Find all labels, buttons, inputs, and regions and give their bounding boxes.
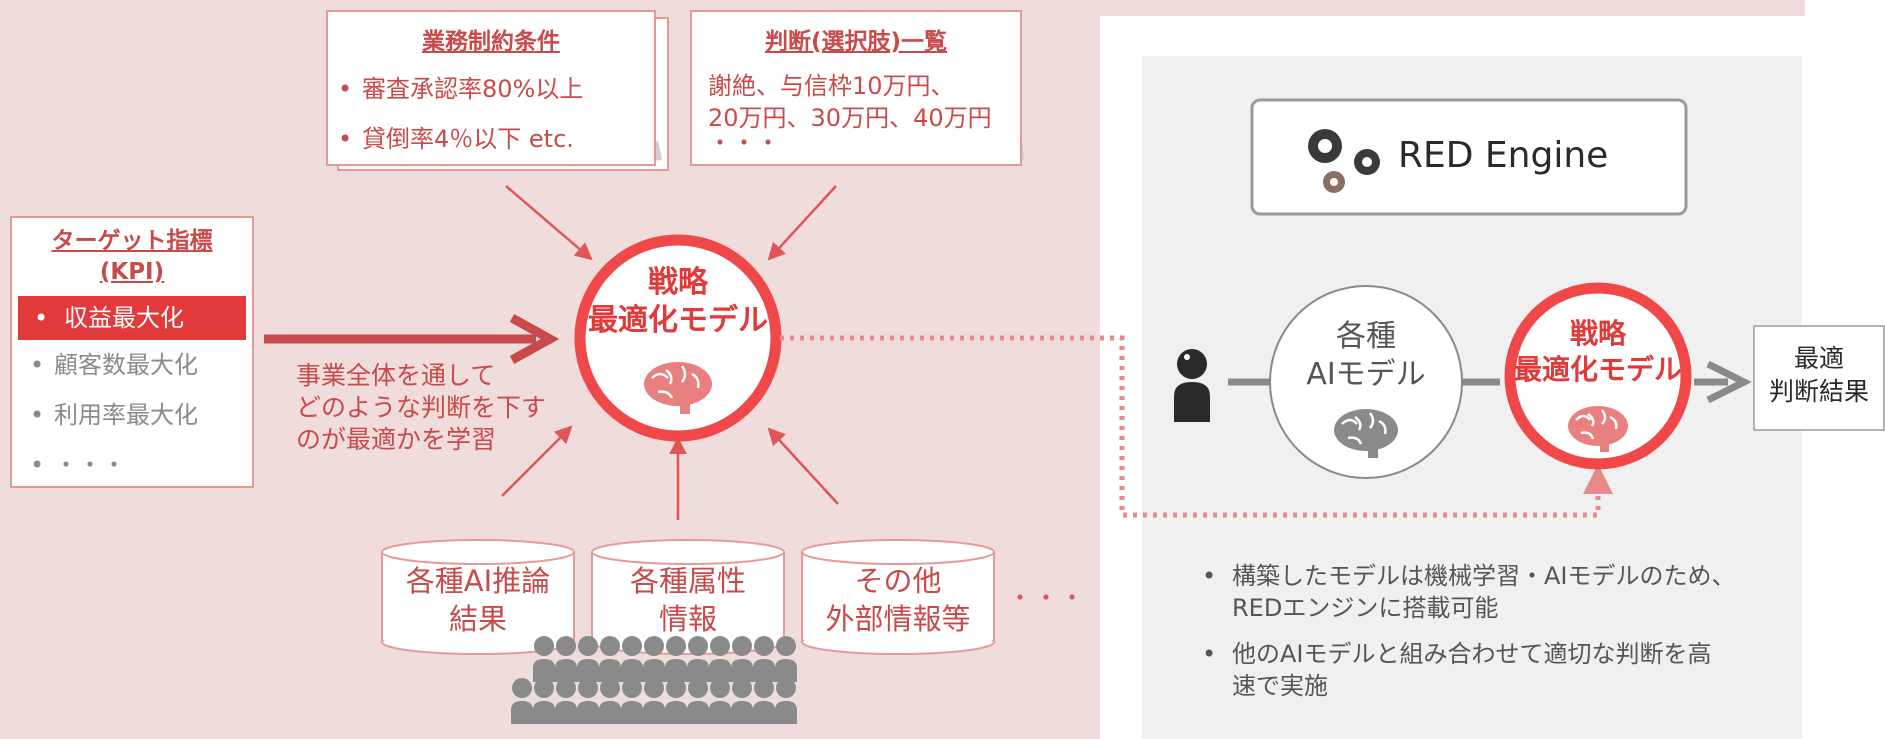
cylinder-2-label: 各種属性 情報 [592, 562, 784, 638]
engine-note-item: 他のAIモデルと組み合わせて適切な判断を高 速で実施 [1194, 638, 1774, 702]
learning-line: どのような判断を下す [296, 393, 547, 422]
strategy-line: 戦略 [648, 265, 708, 300]
cylinder-3 [801, 539, 995, 655]
kpi-highlight-label: 収益最大化 [64, 304, 184, 332]
cylinders-more: ・・・ [1008, 584, 1086, 612]
ai-model-line: AIモデル [1306, 357, 1426, 392]
strategy-line: 最適化モデル [588, 303, 768, 338]
ai-brain-icon [1334, 409, 1398, 458]
strategy-model-circle [574, 234, 782, 442]
dotted-connector [780, 335, 1613, 518]
user-icon [1174, 349, 1210, 422]
cylinder-line: 情報 [658, 602, 717, 636]
constraints-list: 審査承認率80%以上 貸倒率4％以下 etc. [328, 64, 654, 164]
cylinder-line: 各種属性 [629, 564, 746, 598]
cylinder-1-label: 各種AI推論 結果 [382, 562, 574, 638]
note-line: 他のAIモデルと組み合わせて適切な判断を高 [1232, 640, 1712, 668]
strategy-line: 戦略 [1569, 317, 1626, 350]
brain-icon [644, 362, 712, 414]
ai-model-label: 各種 AIモデル [1280, 318, 1452, 394]
red-engine-label: RED Engine [1398, 135, 1609, 176]
arrow-constraints [505, 185, 593, 261]
cylinder-2 [591, 539, 785, 655]
choices-line: 20万円、30万円、40万円 [708, 104, 992, 132]
kpi-highlight: • 収益最大化 [18, 296, 246, 340]
ai-model-circle [1269, 285, 1463, 479]
result-line: 判断結果 [1768, 377, 1869, 406]
cylinder-3-label: その他 外部情報等 [802, 562, 994, 638]
kpi-note: ターゲット指標 (KPI) • 収益最大化 顧客数最大化 利用率最大化 ・・・ [10, 216, 254, 490]
kpi-item: 顧客数最大化 [20, 340, 252, 390]
arrow-choices [767, 185, 837, 261]
result-label: 最適 判断結果 [1754, 342, 1884, 408]
note-line: 構築したモデルは機械学習・AIモデルのため、 [1232, 562, 1736, 590]
people-crowd-icon [511, 636, 797, 724]
learning-text: 事業全体を通して どのような判断を下す のが最適かを学習 [296, 360, 546, 456]
kpi-item: 利用率最大化 [20, 390, 252, 440]
choices-note: 判断(選択肢)一覧 謝絶、与信枠10万円、 20万円、30万円、40万円 ・・・ [690, 10, 1022, 166]
note-line: REDエンジンに搭載可能 [1232, 594, 1499, 622]
arrow-cyl-3 [767, 427, 839, 505]
arrow-cyl-1 [501, 425, 573, 497]
kpi-title: ターゲット指標 (KPI) [12, 226, 252, 288]
learning-line: のが最適かを学習 [296, 425, 497, 454]
engine-notes: 構築したモデルは機械学習・AIモデルのため、 REDエンジンに搭載可能 他のAI… [1194, 560, 1774, 716]
constraints-note: 業務制約条件 審査承認率80%以上 貸倒率4％以下 etc. [326, 10, 656, 166]
engine-note-item: 構築したモデルは機械学習・AIモデルのため、 REDエンジンに搭載可能 [1194, 560, 1774, 624]
choices-title: 判断(選択肢)一覧 [764, 29, 948, 55]
ai-model-line: 各種 [1336, 319, 1396, 354]
engine-strategy-label: 戦略 最適化モデル [1502, 316, 1694, 388]
cylinder-1 [381, 539, 575, 655]
note-line: 速で実施 [1232, 672, 1328, 700]
constraint-item: 審査承認率80%以上 [328, 64, 654, 114]
result-box [1753, 325, 1885, 431]
choices-text: 謝絶、与信枠10万円、 20万円、30万円、40万円 ・・・ [708, 70, 1004, 157]
kpi-arrow-head [509, 314, 560, 364]
engine-brain-icon [1568, 406, 1628, 452]
kpi-title-line: ターゲット指標 [51, 228, 213, 254]
red-engine-box [1250, 98, 1688, 216]
choices-line: ・・・ [708, 129, 780, 157]
cylinder-line: その他 [854, 564, 942, 598]
gear-icon [1308, 129, 1380, 193]
kpi-item: ・・・ [20, 440, 252, 490]
cylinder-line: 外部情報等 [825, 602, 971, 636]
constraint-item: 貸倒率4％以下 etc. [328, 114, 654, 164]
strategy-line: 最適化モデル [1513, 353, 1682, 386]
top-strip-background [1100, 0, 1805, 16]
learning-line: 事業全体を通して [296, 361, 496, 390]
choices-line: 謝絶、与信枠10万円、 [708, 72, 955, 100]
flow-arrow-head [1706, 360, 1752, 404]
strategy-model-label: 戦略 最適化モデル [580, 264, 776, 340]
constraints-title: 業務制約条件 [422, 29, 560, 55]
kpi-list: 顧客数最大化 利用率最大化 ・・・ [20, 340, 252, 490]
cylinder-line: 各種AI推論 [405, 564, 551, 598]
engine-strategy-circle [1504, 282, 1692, 470]
cylinder-line: 結果 [448, 602, 507, 636]
result-line: 最適 [1793, 344, 1844, 373]
kpi-title-line: (KPI) [99, 259, 165, 285]
